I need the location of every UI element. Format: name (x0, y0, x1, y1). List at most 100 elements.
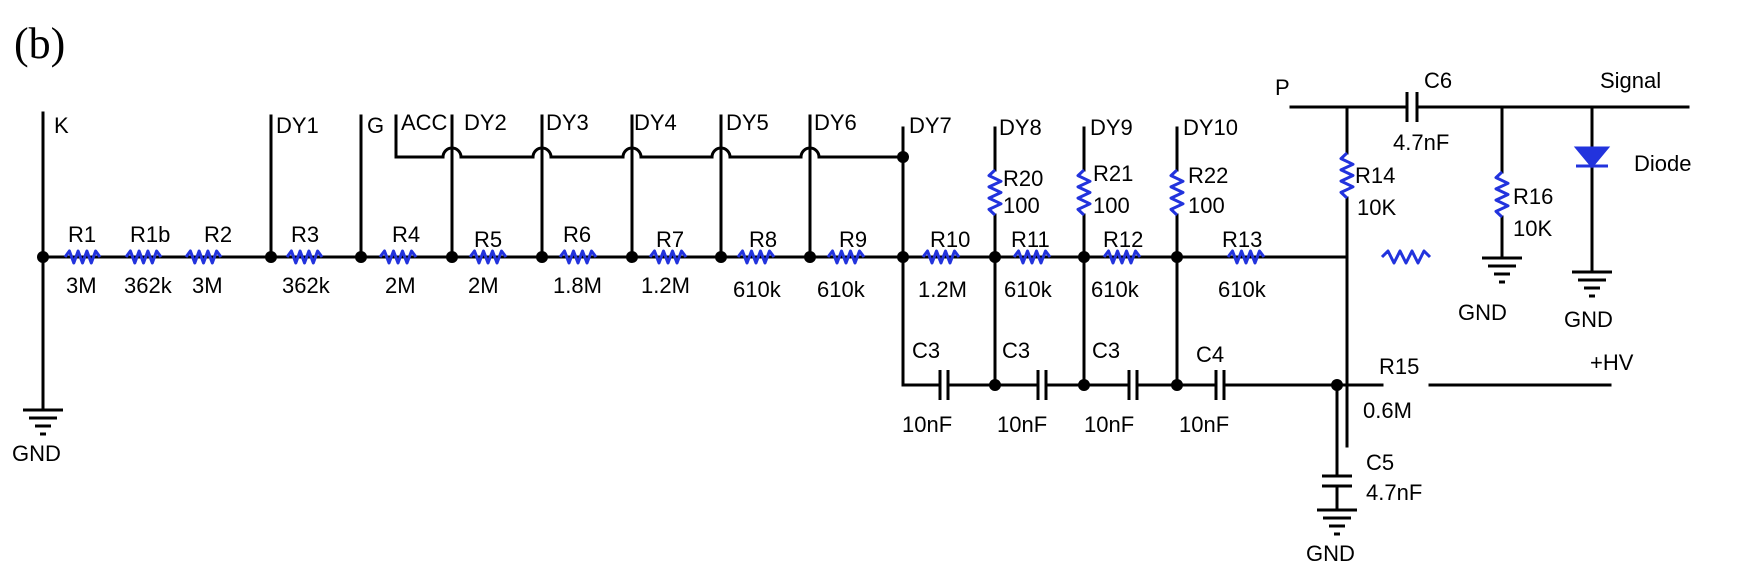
resistor-r2 (184, 249, 223, 265)
r20-value: 100 (1003, 193, 1040, 218)
label-dy1: DY1 (276, 113, 319, 138)
resistor-r22 (1169, 168, 1185, 217)
resistor-r1 (63, 249, 102, 265)
junction-dot (1171, 379, 1183, 391)
resistor-r5 (468, 249, 508, 265)
r13-value: 610k (1218, 277, 1267, 302)
r8-value: 610k (733, 277, 782, 302)
resistor-r7 (648, 249, 688, 265)
r10-name: R10 (930, 227, 970, 252)
label-signal: Signal (1600, 68, 1661, 93)
capacitor-labels: C3 10nF C3 10nF C3 10nF C4 10nF C5 4.7nF… (902, 68, 1452, 505)
label-hv: +HV (1590, 350, 1634, 375)
c5-name: C5 (1366, 450, 1394, 475)
r16-name: R16 (1513, 184, 1553, 209)
r15-name: R15 (1379, 354, 1419, 379)
resistor-r13 (1226, 249, 1266, 265)
label-dy2: DY2 (464, 110, 507, 135)
panel-label: (b) (14, 19, 65, 68)
r14-name: R14 (1355, 163, 1395, 188)
capacitor-c3b (1036, 370, 1048, 400)
r6-name: R6 (563, 222, 591, 247)
r4-value: 2M (385, 273, 416, 298)
r22-value: 100 (1188, 193, 1225, 218)
label-dy8: DY8 (999, 115, 1042, 140)
capacitor-c6 (1405, 92, 1419, 122)
ground-symbols (23, 256, 1612, 536)
junction-dot (37, 251, 49, 263)
r9-value: 610k (817, 277, 866, 302)
c4-name: C4 (1196, 342, 1224, 367)
junction-dot (1078, 379, 1090, 391)
junction-dot (536, 251, 548, 263)
capacitor-c3a (938, 370, 950, 400)
r15-value: 0.6M (1363, 398, 1412, 423)
resistor-r12 (1102, 249, 1142, 265)
r7-name: R7 (656, 227, 684, 252)
r22-name: R22 (1188, 163, 1228, 188)
r3-name: R3 (291, 222, 319, 247)
resistors (63, 151, 1510, 265)
junction-dot (804, 251, 816, 263)
label-dy9: DY9 (1090, 115, 1133, 140)
gnd-label-r16: GND (1458, 300, 1507, 325)
junction-dot (626, 251, 638, 263)
r4-name: R4 (392, 222, 420, 247)
c3c-name: C3 (1092, 338, 1120, 363)
label-dy7: DY7 (909, 113, 952, 138)
r21-value: 100 (1093, 193, 1130, 218)
junction-dot (989, 379, 1001, 391)
c3a-name: C3 (912, 338, 940, 363)
capacitor-c3c (1127, 370, 1139, 400)
r5-value: 2M (468, 273, 499, 298)
junction-dot (897, 151, 909, 163)
label-g: G (367, 113, 384, 138)
resistor-r1b (124, 249, 163, 265)
ground-symbol-c5 (1317, 508, 1357, 536)
r10-value: 1.2M (918, 277, 967, 302)
junction-dot (355, 251, 367, 263)
resistor-r3 (285, 249, 324, 265)
junction-dot (989, 251, 1001, 263)
ground-symbol-k (23, 408, 63, 436)
diode-symbol (1573, 146, 1611, 169)
resistor-r20 (987, 168, 1003, 217)
c3b-value: 10nF (997, 412, 1047, 437)
ground-symbol-diode (1572, 270, 1612, 298)
resistor-r11 (1012, 249, 1052, 265)
resistor-r8 (736, 249, 776, 265)
label-dy5: DY5 (726, 110, 769, 135)
capacitor-c4 (1214, 370, 1226, 400)
c3b-name: C3 (1002, 338, 1030, 363)
junction-dots (37, 151, 1343, 391)
label-diode: Diode (1634, 151, 1691, 176)
r5-name: R5 (474, 227, 502, 252)
junction-dot (715, 251, 727, 263)
label-p: P (1275, 75, 1290, 100)
r7-value: 1.2M (641, 273, 690, 298)
r2-value: 3M (192, 273, 223, 298)
junction-dot (1331, 379, 1343, 391)
resistor-labels: R1 3M R1b 362k R2 3M R3 362k R4 2M R5 2M… (66, 161, 1553, 423)
gnd-label-c5: GND (1306, 541, 1355, 566)
r8-name: R8 (749, 227, 777, 252)
resistor-r10 (921, 249, 961, 265)
r1b-value: 362k (124, 273, 173, 298)
r14-value: 10K (1357, 195, 1396, 220)
r16-value: 10K (1513, 216, 1552, 241)
resistor-r15 (1380, 249, 1432, 265)
resistor-r9 (826, 249, 866, 265)
junction-dot (265, 251, 277, 263)
r12-value: 610k (1091, 277, 1140, 302)
junction-dot (897, 251, 909, 263)
terminal-labels: K DY1 G ACC DY2 DY3 DY4 DY5 DY6 DY7 DY8 … (54, 68, 1691, 375)
r21-name: R21 (1093, 161, 1133, 186)
r6-value: 1.8M (553, 273, 602, 298)
r1-name: R1 (68, 222, 96, 247)
c6-name: C6 (1424, 68, 1452, 93)
junction-dot (1171, 251, 1183, 263)
r3-value: 362k (282, 273, 331, 298)
capacitor-c5 (1322, 474, 1352, 488)
label-dy6: DY6 (814, 110, 857, 135)
